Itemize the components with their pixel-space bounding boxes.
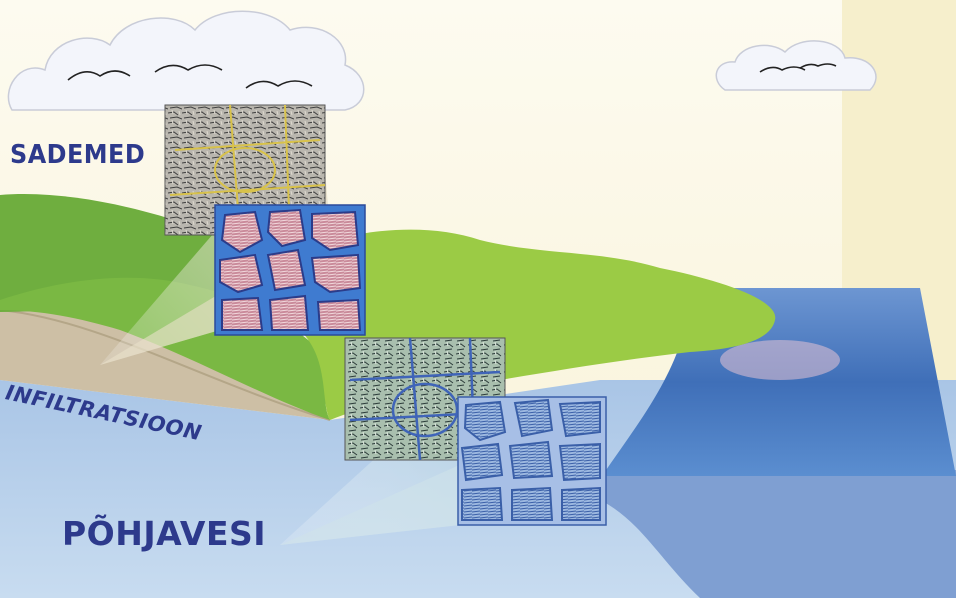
cloud-icon (7, 10, 365, 111)
label-groundwater: PÕHJAVESI (62, 514, 267, 553)
cloud-icon (715, 40, 877, 91)
lake-bed (600, 470, 956, 598)
saturated-grains-panel (457, 396, 607, 526)
soil-layer (0, 300, 330, 420)
soil-grains-panel (214, 204, 366, 336)
label-precipitation: SADEMED (10, 140, 146, 170)
bird-icon (67, 63, 837, 89)
lake-reflection (720, 340, 840, 380)
